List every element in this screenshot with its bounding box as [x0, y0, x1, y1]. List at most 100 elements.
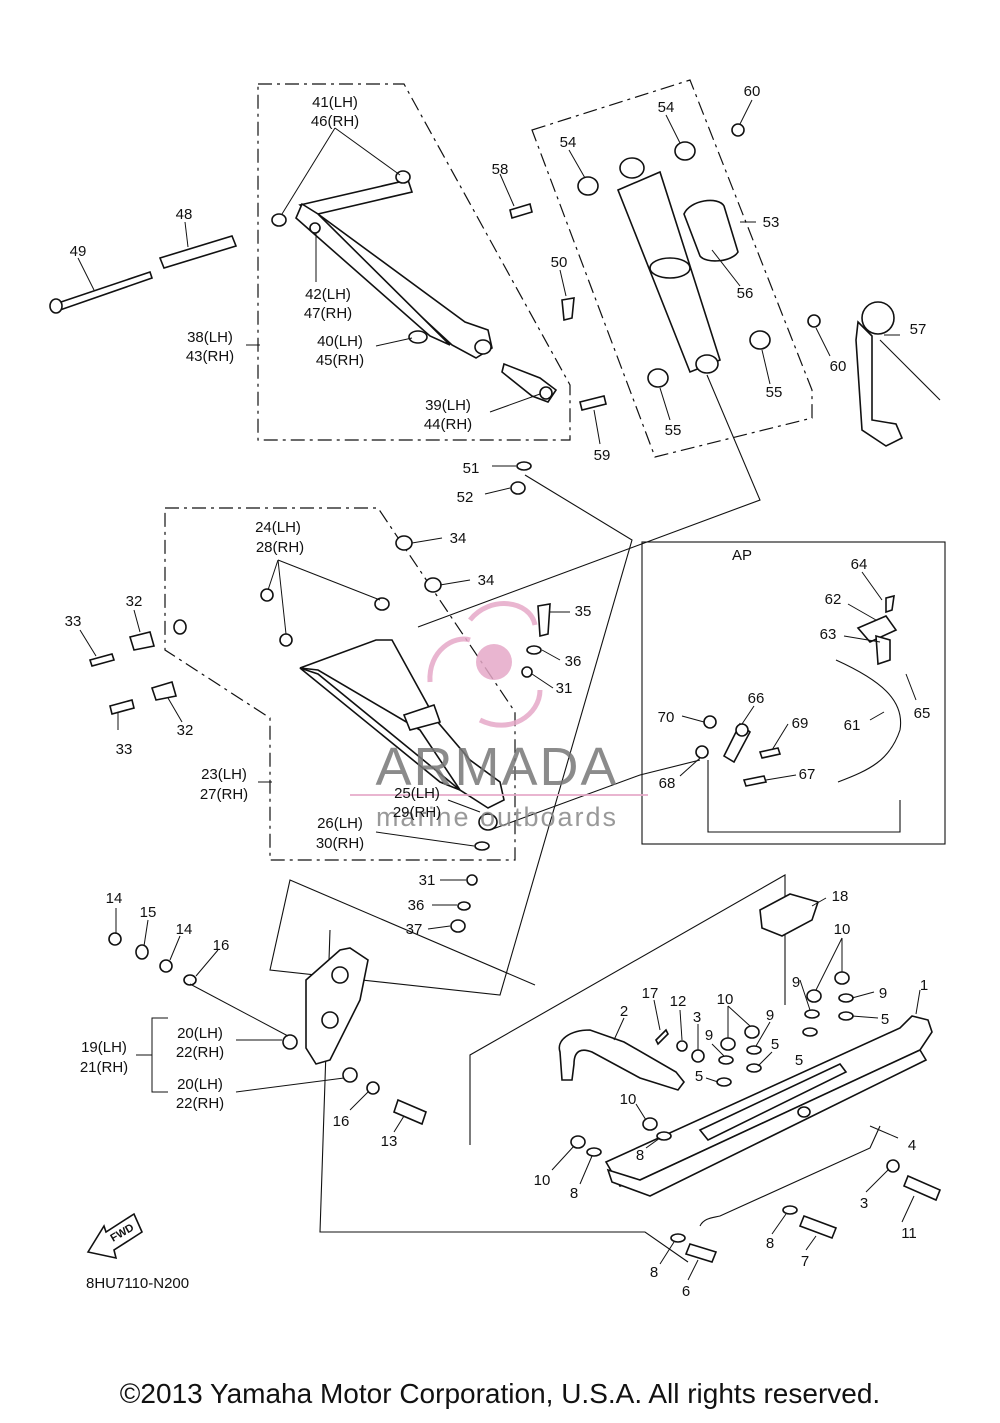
shock-bolt-lower [579, 395, 607, 411]
ball-joint [501, 362, 558, 403]
callout-c26: 59 [594, 447, 611, 464]
callout-c62: 21(RH) [80, 1059, 128, 1076]
ski-bumper-18 [759, 893, 820, 937]
lower-arm-bushing [173, 619, 187, 635]
spindle-bushing-15 [135, 944, 149, 960]
lower-arm-spacer-2 [150, 681, 178, 701]
ski-nut-10c [744, 1025, 760, 1039]
callout-c64: 22(RH) [176, 1044, 224, 1061]
ski-collar-3a [691, 1049, 705, 1063]
spindle-collar-20b [342, 1067, 358, 1083]
callout-c76: 12 [670, 993, 687, 1010]
callout-c91: 11 [901, 1225, 917, 1242]
callout-c59: 14 [176, 921, 193, 938]
shock-collar-upper-right [674, 141, 696, 161]
callout-c72: 9 [879, 985, 887, 1002]
shock-collar-upper-left [577, 176, 599, 196]
assembly-line-e [489, 759, 701, 831]
callout-c39: 27(RH) [200, 786, 248, 803]
ski-nut-10e [642, 1117, 658, 1131]
shock-nut-lower [807, 314, 821, 328]
callout-c67: 16 [333, 1113, 350, 1130]
ski-handle [558, 1029, 686, 1091]
callout-c28: 28(RH) [256, 539, 304, 556]
upper-arm-nut [309, 222, 321, 234]
upper-a-arm [295, 170, 493, 359]
callout-c34: 36 [565, 653, 582, 670]
callout-c42: 26(LH) [317, 815, 363, 832]
assembly-line-d [469, 874, 786, 1145]
upper-bushing [271, 213, 287, 227]
callout-c15: 52 [457, 489, 474, 506]
ski-nut-12 [676, 1040, 688, 1052]
callout-c74: 5 [881, 1011, 889, 1028]
spindle-washer-16a [183, 974, 197, 986]
lower-arm-collar-1 [395, 535, 413, 551]
callout-c10: 45(RH) [316, 352, 364, 369]
callout-c50: 65 [914, 705, 931, 722]
lower-arm-washer [474, 841, 490, 851]
callout-labels: 41(LH)46(RH)484942(LH)47(RH)38(LH)43(RH)… [65, 83, 931, 1300]
spindle-bushing-14a [108, 932, 122, 946]
callout-c95: 6 [682, 1283, 690, 1300]
inset-title: AP [732, 547, 752, 564]
ski-washer-9a [838, 993, 854, 1003]
callout-c79: 9 [766, 1007, 774, 1024]
ski-washer-8b [586, 1147, 602, 1157]
spindle [305, 947, 369, 1065]
callout-c29: 34 [450, 530, 467, 547]
callout-c57: 14 [106, 890, 123, 907]
callout-c37: 32 [177, 722, 194, 739]
fwd-arrow-icon: FWD [86, 1212, 144, 1260]
callout-c69: 18 [832, 888, 849, 905]
callout-c73: 1 [920, 977, 928, 994]
lower-arm-bolt-2 [109, 699, 135, 715]
callout-c78: 10 [717, 991, 734, 1008]
callout-c47: 64 [851, 556, 868, 573]
ski-nut-10b [806, 989, 822, 1003]
callout-c44: 31 [419, 872, 436, 889]
lower-a-arm [260, 588, 505, 809]
ball-joint-nut [510, 481, 526, 495]
ski-runner-wear-bar [699, 1125, 881, 1227]
callout-c80: 9 [705, 1027, 713, 1044]
leader-lines [77, 99, 921, 1281]
callout-c84: 5 [695, 1068, 703, 1085]
callout-c52: 66 [748, 690, 765, 707]
callout-c4: 49 [70, 243, 87, 260]
callout-c3: 48 [176, 206, 193, 223]
callout-c32: 32 [126, 593, 143, 610]
shock-boot [683, 199, 739, 262]
shock-collar-lower-left [647, 368, 669, 388]
watermark: ARMADA marine outboards [350, 601, 648, 832]
ski-washer-8a [656, 1131, 672, 1141]
callout-c40: 25(LH) [394, 785, 440, 802]
lower-arm-spacer-1 [128, 631, 156, 651]
ski-bolt-7 [798, 1214, 838, 1240]
ski-collar-3b [886, 1159, 900, 1173]
callout-c31: 33 [65, 613, 82, 630]
shock-bolt-upper [509, 202, 533, 220]
callout-c13: 44(RH) [424, 416, 472, 433]
callout-c43: 30(RH) [316, 835, 364, 852]
callout-c23: 60 [830, 358, 847, 375]
callout-c36: 33 [116, 741, 133, 758]
group-boundary-upper-arm [257, 83, 571, 441]
callout-c92: 8 [766, 1235, 774, 1252]
callout-c51: 61 [844, 717, 861, 734]
ski-washer-5b [802, 1027, 818, 1037]
callout-c38: 23(LH) [201, 766, 247, 783]
callout-c14: 51 [463, 460, 480, 477]
upper-arm-pivot-shaft [49, 235, 238, 314]
callout-c27: 24(LH) [255, 519, 301, 536]
callout-c61: 19(LH) [81, 1039, 127, 1056]
diagram-code: 8HU7110-N200 [86, 1275, 189, 1292]
callout-c9: 40(LH) [317, 333, 363, 350]
group-boundary-shock [531, 79, 813, 458]
ski [604, 1015, 933, 1197]
callout-c93: 7 [801, 1253, 809, 1270]
ski-washer-8c [782, 1205, 798, 1215]
inset-frame-ap [641, 541, 946, 845]
callout-c56: 67 [799, 766, 816, 783]
